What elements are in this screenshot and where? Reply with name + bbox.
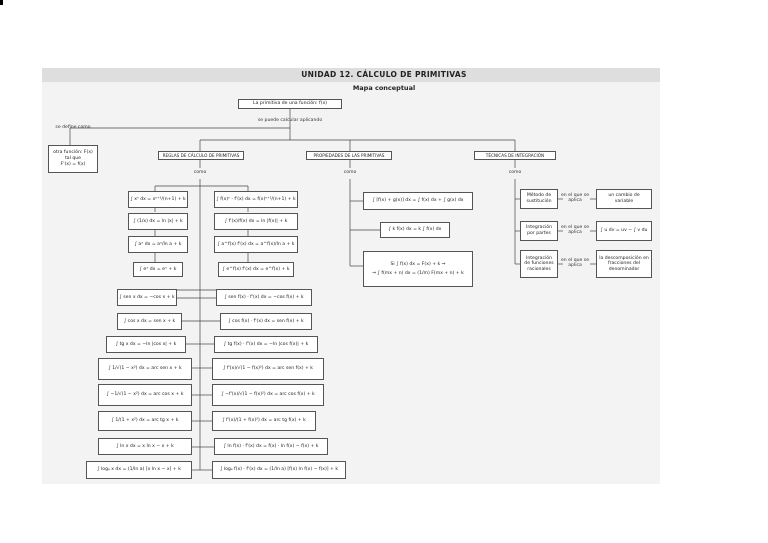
rule-composite-logarithm-base-a: ∫ logₐ f(x) · f'(x) dx = (1/ln a) [f(x) …	[212, 461, 346, 479]
properties-branch-node: PROPIEDADES DE LAS PRIMITIVAS	[306, 151, 392, 160]
rule-arccosine: ∫ −1/√(1 − x²) dx = arc cos x + k	[98, 384, 192, 406]
rule-logarithm-base-a: ∫ logₐ x dx = (1/ln a) [x ln x − x] + k	[86, 461, 192, 479]
rule-arcsine: ∫ 1/√(1 − x²) dx = arc sen x + k	[98, 358, 192, 380]
rule-exponential-e: ∫ eˣ dx = eˣ + k	[133, 262, 183, 277]
property-linear-line-1: Si ∫ f(x) dx = F(x) + k ⇒	[390, 262, 446, 267]
technique-rational-result: la descomposición en fracciones del deno…	[596, 250, 652, 278]
rule-composite-sine: ∫ sen f(x) · f'(x) dx = −cos f(x) + k	[216, 289, 312, 306]
technique-substitution-result: un cambio de variable	[596, 189, 652, 209]
definition-line-2: tal que	[64, 155, 81, 161]
techniques-como-label: como	[508, 170, 522, 175]
property-linear-line-2: ⇒ ∫ f(mx + n) dx = (1/m) F(mx + n) + k	[372, 271, 464, 276]
rule-power: ∫ xⁿ dx = xⁿ⁺¹/(n+1) + k	[128, 191, 188, 208]
technique-rational-link: en el que se aplica	[560, 258, 590, 269]
calculate-link-label: se puede calcular aplicando	[257, 118, 323, 123]
rule-composite-cosine: ∫ cos f(x) · f'(x) dx = sen f(x) + k	[220, 313, 312, 330]
property-linear-argument: Si ∫ f(x) dx = F(x) + k ⇒ ⇒ ∫ f(mx + n) …	[363, 251, 473, 287]
rule-composite-arcsine: ∫ f'(x)/√(1 − f(x)²) dx = arc sen f(x) +…	[212, 358, 324, 380]
definition-line-3: F'(x) = f(x)	[60, 162, 86, 168]
rules-como-label: como	[193, 170, 207, 175]
technique-substitution-link: en el que se aplica	[560, 193, 590, 204]
technique-rational: Integración de funciones racionales	[520, 250, 558, 278]
title-bar	[42, 68, 660, 82]
technique-substitution: Método de sustitución	[520, 189, 558, 209]
definition-line-1: otra función: F(x)	[53, 149, 93, 155]
definition-node: otra función: F(x) tal que F'(x) = f(x)	[48, 145, 98, 173]
root-node: La primitiva de una función: f(x)	[238, 99, 342, 109]
rule-composite-log: ∫ f'(x)/f(x) dx = ln |f(x)| + k	[214, 213, 298, 230]
rule-composite-tangent: ∫ tg f(x) · f'(x) dx = −ln |cos f(x)| + …	[214, 336, 318, 353]
rule-composite-power: ∫ f(x)ⁿ · f'(x) dx = f(x)ⁿ⁺¹/(n+1) + k	[214, 191, 298, 208]
rule-composite-arccosine: ∫ −f'(x)/√(1 − f(x)²) dx = arc cos f(x) …	[212, 384, 324, 406]
map-subtitle: Mapa conceptual	[352, 84, 416, 92]
rule-arctangent: ∫ 1/(1 + x²) dx = arc tg x + k	[98, 411, 192, 431]
techniques-branch-node: TÉCNICAS DE INTEGRACIÓN	[474, 151, 556, 160]
corner-mark	[0, 0, 3, 5]
rule-sine: ∫ sen x dx = −cos x + k	[117, 289, 177, 306]
define-link-label: se define como	[55, 125, 91, 130]
technique-by-parts-link: en el que se aplica	[560, 225, 590, 236]
property-sum: ∫ [f(x) + g(x)] dx = ∫ f(x) dx + ∫ g(x) …	[363, 192, 473, 210]
unit-title: UNIDAD 12. CÁLCULO DE PRIMITIVAS	[301, 70, 467, 79]
rule-composite-arctangent: ∫ f'(x)/(1 + f(x)²) dx = arc tg f(x) + k	[212, 411, 316, 431]
technique-by-parts-result: ∫ u dv = uv − ∫ v du	[596, 221, 652, 241]
rule-composite-exponential-e: ∫ e^f(x) f'(x) dx = e^f(x) + k	[218, 262, 294, 277]
rule-composite-exponential-a: ∫ a^f(x) f'(x) dx = a^f(x)/ln a + k	[214, 236, 298, 253]
rule-composite-logarithm: ∫ ln f(x) · f'(x) dx = f(x) · ln f(x) − …	[214, 438, 328, 455]
property-constant: ∫ k f(x) dx = k ∫ f(x) dx	[380, 222, 450, 238]
rule-tangent: ∫ tg x dx = −ln |cos x| + k	[106, 336, 186, 353]
technique-by-parts: Integración por partes	[520, 221, 558, 241]
rule-logarithm: ∫ ln x dx = x ln x − x + k	[98, 438, 192, 455]
rule-cosine: ∫ cos x dx = sen x + k	[117, 313, 182, 330]
properties-como-label: como	[343, 170, 357, 175]
rule-reciprocal: ∫ (1/x) dx = ln |x| + k	[128, 213, 188, 230]
rule-exponential-a: ∫ aˣ dx = aˣ/ln a + k	[128, 236, 188, 253]
rules-branch-node: REGLAS DE CÁLCULO DE PRIMITIVAS	[158, 151, 244, 160]
